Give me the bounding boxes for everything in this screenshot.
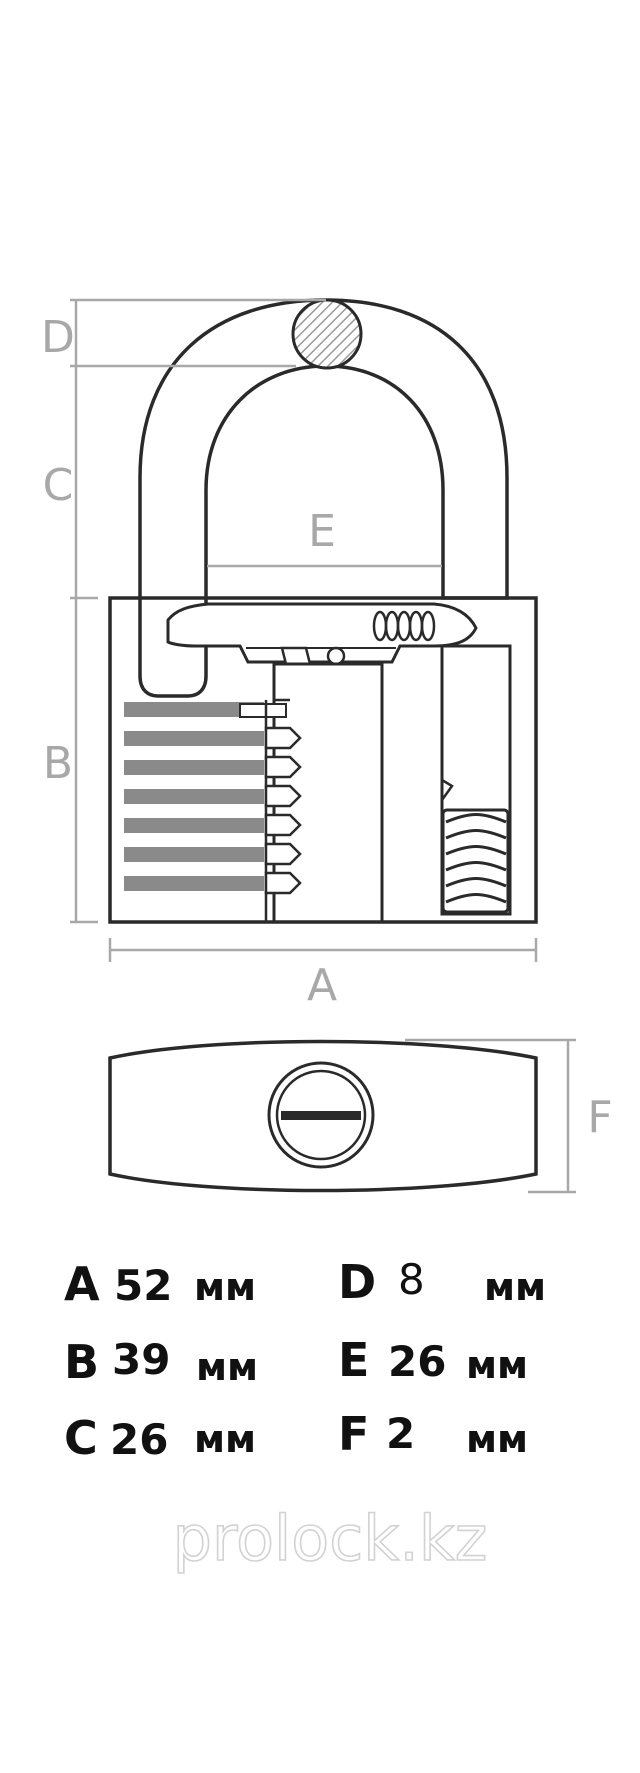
svg-text:26: 26 <box>110 1415 168 1464</box>
svg-text:8: 8 <box>398 1255 425 1304</box>
spec-list: A 52 мм B 39 мм C 26 мм D 8 мм E 26 мм F… <box>64 1255 546 1465</box>
shackle-cross-section <box>291 298 363 370</box>
spec-a: A 52 мм <box>64 1257 256 1311</box>
svg-text:мм: мм <box>466 1343 528 1387</box>
shackle <box>138 298 509 698</box>
spec-e: E 26 мм <box>338 1333 528 1387</box>
svg-text:мм: мм <box>484 1265 546 1309</box>
spec-f: F 2 мм <box>338 1407 528 1461</box>
svg-text:F: F <box>338 1407 369 1461</box>
dimension-label-d: D <box>41 312 75 363</box>
svg-text:мм: мм <box>196 1345 258 1389</box>
svg-text:52: 52 <box>114 1261 172 1310</box>
svg-text:A: A <box>64 1257 100 1311</box>
shackle-channel <box>440 644 512 916</box>
watermark-text: prolock.kz <box>173 1502 488 1575</box>
dimension-label-f: F <box>587 1092 612 1143</box>
dimension-label-a: A <box>307 960 337 1011</box>
pin-tumblers <box>124 700 287 922</box>
svg-text:мм: мм <box>466 1417 528 1461</box>
keyway-slot <box>281 1111 361 1120</box>
svg-text:D: D <box>338 1255 376 1309</box>
svg-text:C: C <box>64 1411 98 1465</box>
spec-d: D 8 мм <box>338 1255 546 1309</box>
compression-spring <box>441 808 510 914</box>
svg-text:B: B <box>64 1335 99 1389</box>
key-pins <box>264 726 302 895</box>
spec-b: B 39 мм <box>64 1335 258 1389</box>
svg-text:E: E <box>338 1333 369 1387</box>
svg-text:2: 2 <box>386 1409 415 1458</box>
svg-text:26: 26 <box>388 1337 446 1386</box>
spec-c: C 26 мм <box>64 1411 256 1465</box>
dimension-lines <box>70 298 576 1194</box>
latch-spring <box>372 610 436 642</box>
svg-text:39: 39 <box>112 1335 170 1384</box>
padlock-front-view <box>108 298 538 924</box>
svg-text:мм: мм <box>194 1417 256 1461</box>
svg-text:мм: мм <box>194 1265 256 1309</box>
dimension-label-c: C <box>43 460 74 511</box>
padlock-bottom-view <box>108 1039 538 1193</box>
dimension-label-b: B <box>43 738 73 789</box>
dimension-label-e: E <box>308 506 336 557</box>
